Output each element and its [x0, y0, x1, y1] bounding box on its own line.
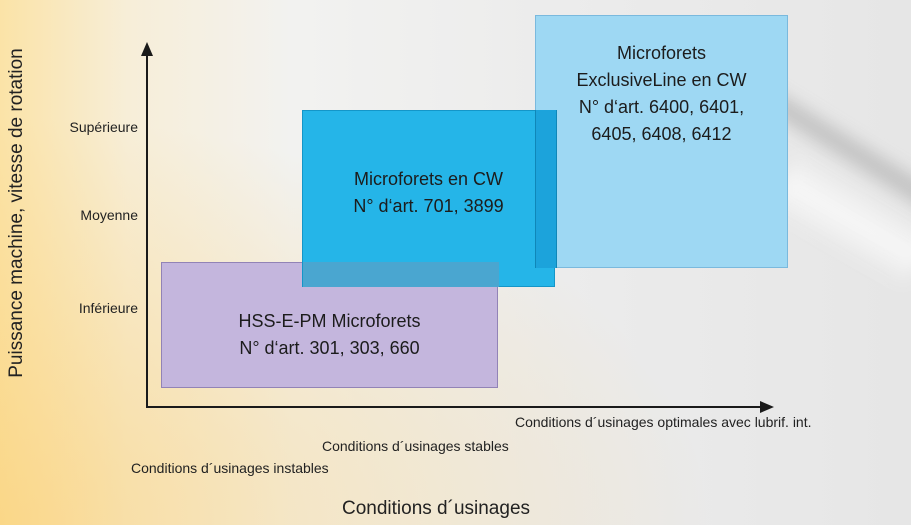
x-axis-line	[146, 406, 762, 408]
y-axis-line	[146, 54, 148, 408]
overlap-cw-exclusive	[535, 110, 557, 268]
y-level-moyenne: Moyenne	[80, 207, 138, 223]
box-cw-line1: Microforets en CW	[353, 168, 503, 189]
x-axis-title: Conditions d´usinages	[342, 498, 531, 519]
box-exclusiveline-line4: 6405, 6408, 6412	[591, 124, 732, 144]
y-axis-arrow	[141, 42, 153, 56]
y-level-superieure: Supérieure	[69, 119, 139, 135]
y-level-inferieure: Inférieure	[78, 300, 138, 316]
box-exclusiveline-line1: Microforets	[616, 43, 706, 63]
box-hss-line1: HSS-E-PM Microforets	[238, 311, 421, 331]
box-exclusiveline-line3: N° d‘art. 6400, 6401,	[578, 97, 745, 117]
box-cw-line2: N° d‘art. 701, 3899	[353, 195, 504, 216]
box-microforets-cw: Microforets en CW N° d‘art. 701, 3899	[302, 110, 555, 287]
y-axis-title: Puissance machine, vitesse de rotation	[6, 48, 27, 378]
x-level-instables: Conditions d´usinages instables	[131, 460, 329, 476]
box-exclusiveline-cw: Microforets ExclusiveLine en CW N° d‘art…	[535, 15, 788, 268]
x-level-stables: Conditions d´usinages stables	[322, 438, 509, 454]
box-hss-line2: N° d‘art. 301, 303, 660	[239, 338, 420, 358]
box-exclusiveline-line2: ExclusiveLine en CW	[576, 70, 747, 90]
overlap-hss-cw	[302, 262, 499, 287]
x-axis-arrow	[760, 401, 774, 413]
x-level-optimales: Conditions d´usinages optimales avec lub…	[515, 414, 812, 430]
